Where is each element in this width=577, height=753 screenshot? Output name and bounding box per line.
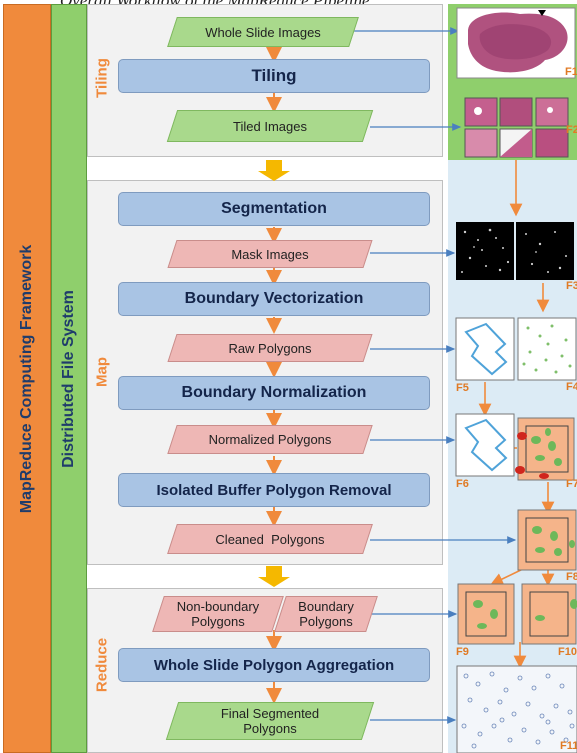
final-segmented-polygons-label: Final Segmented Polygons xyxy=(220,706,320,736)
image-link-arrows xyxy=(350,27,517,724)
tiling-process-label: Tiling xyxy=(251,66,297,85)
tiled-images-data: Tiled Images xyxy=(166,110,374,142)
normalized-polygons xyxy=(455,413,575,481)
figure-label-f8: F8 xyxy=(566,571,577,583)
figure-label-f7: F7 xyxy=(566,478,577,490)
whole-slide-polygon-aggregation-label: Whole Slide Polygon Aggregation xyxy=(153,656,395,674)
whole-slide-polygon-aggregation-process: Whole Slide Polygon Aggregation xyxy=(118,648,430,682)
tiled-images-label: Tiled Images xyxy=(233,118,307,134)
tiling-process: Tiling xyxy=(118,59,430,93)
isolated-buffer-polygon-removal-label: Isolated Buffer Polygon Removal xyxy=(156,481,392,499)
non-boundary-polygons-data: Non-boundary Polygons xyxy=(152,596,284,632)
raw-polygons-label: Raw Polygons xyxy=(228,340,312,356)
map-to-reduce-arrow xyxy=(258,566,290,587)
boundary-polygons-label: Boundary Polygons xyxy=(298,599,354,629)
cleaned-polygons-label: Cleaned Polygons xyxy=(215,531,325,547)
separated-polygons xyxy=(457,583,577,645)
raw-polygons xyxy=(455,317,577,381)
boundary-polygons-data: Boundary Polygons xyxy=(274,596,378,632)
mask-images-data: Mask Images xyxy=(167,240,373,268)
boundary-normalization-process: Boundary Normalization xyxy=(118,376,430,410)
whole-slide-images-label: Whole Slide Images xyxy=(205,24,321,40)
figure-label-f5: F5 xyxy=(456,382,469,394)
whole-slide-images-data: Whole Slide Images xyxy=(167,17,359,47)
figure-label-f10: F10 xyxy=(558,646,577,658)
final-segmented-polygons-data: Final Segmented Polygons xyxy=(165,702,375,740)
isolated-buffer-polygon-removal-process: Isolated Buffer Polygon Removal xyxy=(118,473,430,507)
tiling-to-map-arrow xyxy=(258,160,290,181)
whole-slide-image xyxy=(456,7,576,79)
raw-polygons-data: Raw Polygons xyxy=(167,334,373,362)
figure-label-f1: F1 xyxy=(565,66,577,78)
tiled-images xyxy=(464,97,569,158)
normalized-polygons-label: Normalized Polygons xyxy=(208,432,332,447)
figure-label-f2: F2 xyxy=(566,124,577,136)
figure-label-f4: F4 xyxy=(566,381,577,393)
distributed-file-system-bar: Distributed File System xyxy=(51,4,87,753)
boundary-vectorization-process: Boundary Vectorization xyxy=(118,282,430,316)
final-segmented-image xyxy=(456,665,577,753)
normalized-polygons-data: Normalized Polygons xyxy=(167,425,373,454)
figure-label-f6: F6 xyxy=(456,478,469,490)
cleaned-polygons xyxy=(517,509,577,571)
segmentation-label: Segmentation xyxy=(221,200,327,217)
mapreduce-framework-bar: MapReduce Computing Framework xyxy=(3,4,51,753)
figure-label-f3: F3 xyxy=(566,280,577,292)
segmentation-process: Segmentation xyxy=(118,192,430,226)
mask-images xyxy=(456,222,574,280)
figure-label-f11: F11 xyxy=(560,740,577,752)
mask-images-label: Mask Images xyxy=(231,246,309,262)
boundary-normalization-label: Boundary Normalization xyxy=(181,384,367,401)
non-boundary-polygons-label: Non-boundary Polygons xyxy=(176,599,260,629)
cleaned-polygons-data: Cleaned Polygons xyxy=(167,524,373,554)
figure-label-f9: F9 xyxy=(456,646,469,658)
boundary-vectorization-label: Boundary Vectorization xyxy=(184,290,364,307)
